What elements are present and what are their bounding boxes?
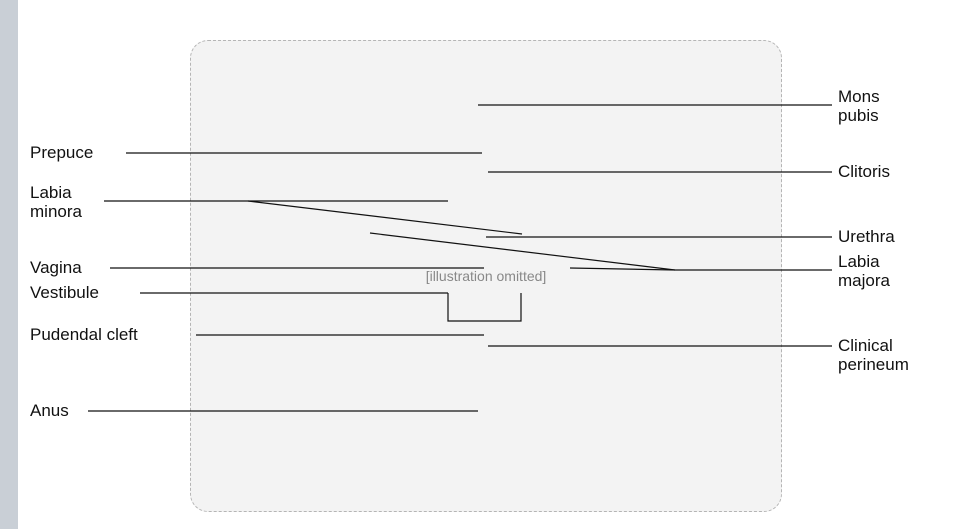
label-vestibule: Vestibule [30, 283, 99, 302]
label-vagina: Vagina [30, 258, 82, 277]
label-mons-pubis: Mons pubis [838, 87, 880, 125]
leader-labia-minora-c [248, 201, 522, 234]
label-labia-minora: Labia minora [30, 183, 82, 221]
label-clinical-perineum: Clinical perineum [838, 336, 909, 374]
label-anus: Anus [30, 401, 69, 420]
label-urethra: Urethra [838, 227, 895, 246]
label-prepuce: Prepuce [30, 143, 93, 162]
leader-labia-majora-a [370, 233, 675, 270]
label-pudendal-cleft: Pudendal cleft [30, 325, 138, 344]
label-clitoris: Clitoris [838, 162, 890, 181]
vestibule-bracket [448, 293, 521, 321]
label-labia-majora: Labia majora [838, 252, 890, 290]
